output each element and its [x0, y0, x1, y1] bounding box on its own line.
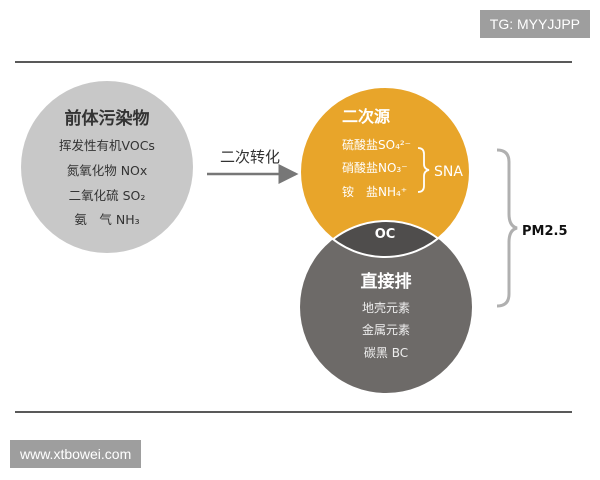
primary-item: 地壳元素 — [362, 301, 410, 315]
pm25-brace-icon — [496, 148, 518, 308]
secondary-item: 铵 盐NH₄⁺ — [342, 184, 407, 199]
precursor-circle — [21, 81, 193, 253]
secondary-item: 硫酸盐SO₄²⁻ — [342, 137, 411, 152]
primary-circle — [300, 221, 472, 393]
precursor-item: 氮氧化物 NOx — [67, 163, 148, 178]
secondary-item: 硝酸盐NO₃⁻ — [342, 160, 408, 175]
precursor-item: 氨 气 NH₃ — [74, 212, 139, 227]
watermark-bottom: www.xtbowei.com — [10, 440, 142, 468]
watermark-top: TG: MYYJJPP — [479, 10, 590, 38]
pm25-label: PM2.5 — [522, 224, 568, 239]
primary-title: 直接排 — [361, 271, 412, 292]
secondary-title: 二次源 — [342, 107, 390, 126]
overlap-label: OC — [375, 227, 396, 242]
overlap-border — [299, 86, 471, 258]
precursor-title: 前体污染物 — [65, 108, 150, 129]
precursor-item: 挥发性有机VOCs — [59, 138, 155, 153]
primary-item: 碳黑 BC — [364, 346, 408, 360]
precursor-item: 二氧化硫 SO₂ — [69, 188, 146, 203]
arrow-label: 二次转化 — [220, 148, 280, 166]
sna-label: SNA — [434, 164, 463, 180]
secondary-circle — [300, 87, 470, 257]
sna-brace-icon — [417, 147, 430, 193]
primary-item: 金属元素 — [362, 322, 410, 337]
overlap-border — [300, 220, 470, 257]
